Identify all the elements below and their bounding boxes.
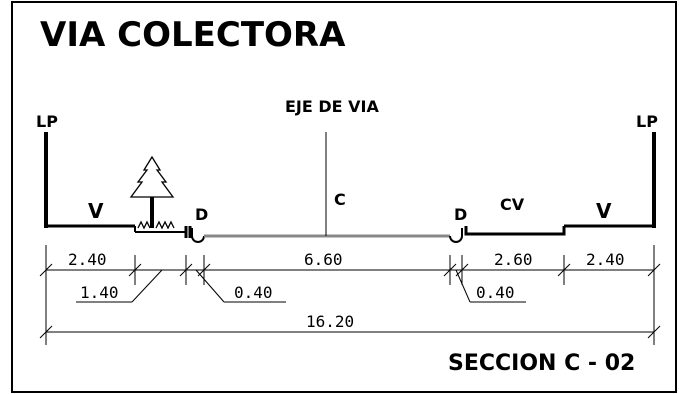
d-right-label: D (454, 205, 467, 224)
tree-icon (129, 155, 175, 230)
lp-right-label: LP (636, 112, 658, 131)
section-label: SECCION C - 02 (448, 351, 635, 376)
frame-border (11, 1, 677, 393)
d-left-label: D (195, 205, 208, 224)
dim-sidewalk-right: 2.40 (586, 250, 625, 269)
axis-label: EJE DE VIA (285, 97, 380, 116)
dim-drain-left: 0.40 (234, 283, 273, 302)
drain-right (449, 235, 463, 243)
drawing-title: VIA COLECTORA (40, 15, 346, 55)
v-right-label: V (596, 199, 612, 223)
dim-total: 16.20 (306, 312, 354, 331)
dimension-row-main (39, 245, 661, 345)
c-label: C (334, 190, 346, 209)
dim-sidewalk-left: 2.40 (68, 250, 107, 269)
lp-left-label: LP (36, 112, 58, 131)
drain-left (191, 235, 205, 243)
v-left-label: V (88, 199, 104, 223)
parking-strip (464, 226, 566, 236)
cv-label: CV (500, 195, 525, 214)
dim-parking: 2.60 (494, 250, 533, 269)
dim-roadway: 6.60 (304, 250, 343, 269)
dim-planting: 1.40 (80, 283, 119, 302)
dim-drain-right: 0.40 (476, 283, 515, 302)
